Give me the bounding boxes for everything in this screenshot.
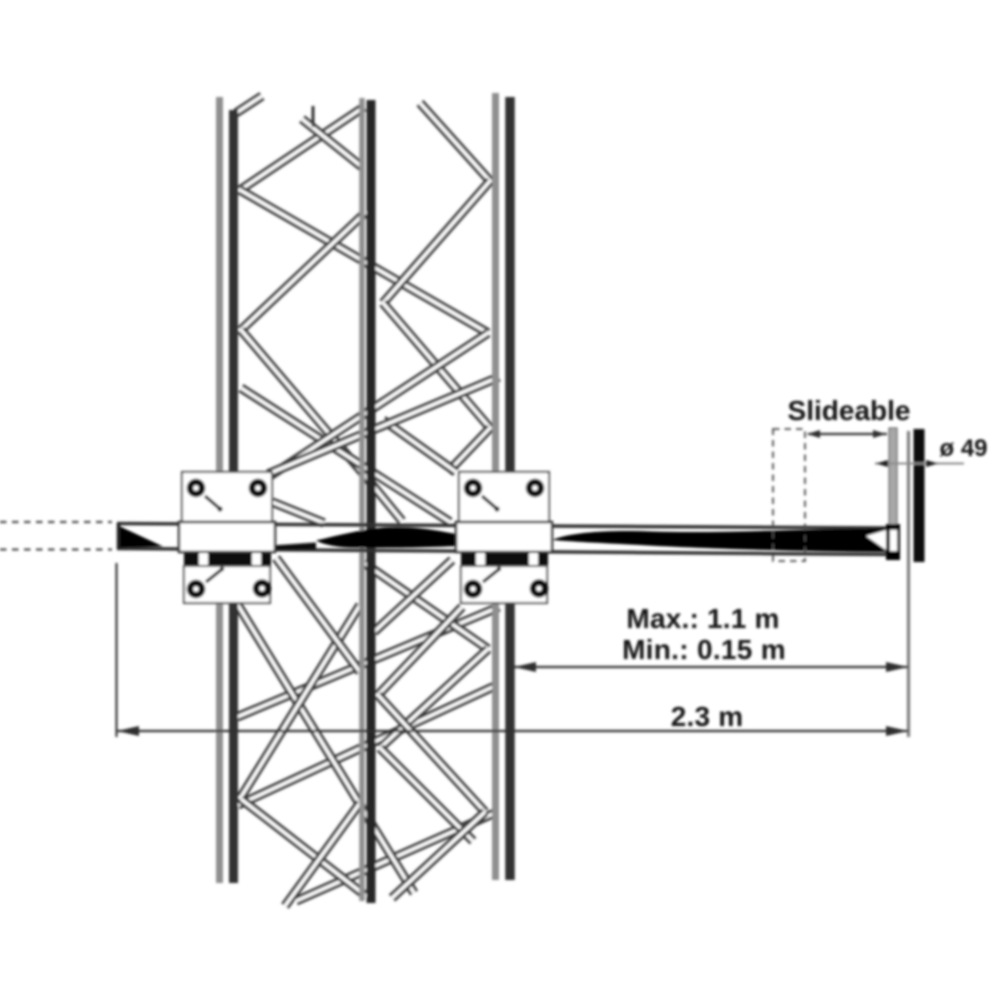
svg-text:2.3 m: 2.3 m (671, 701, 744, 732)
svg-text:ø 49: ø 49 (939, 435, 987, 462)
svg-text:Slideable: Slideable (788, 395, 911, 426)
svg-text:Min.: 0.15 m: Min.: 0.15 m (622, 634, 786, 665)
svg-text:Max.: 1.1 m: Max.: 1.1 m (626, 603, 779, 634)
